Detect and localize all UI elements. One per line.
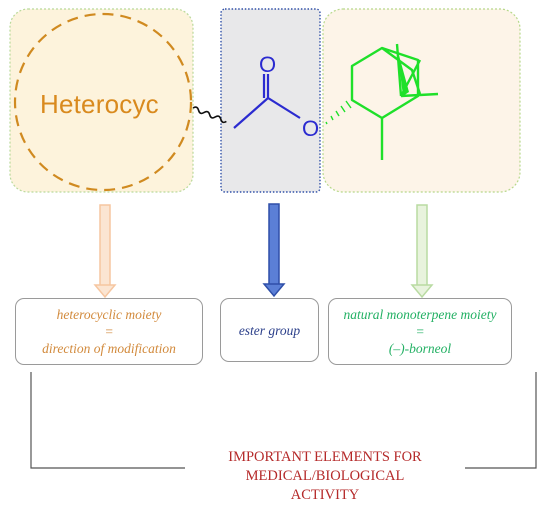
heterocyclic-equals: = [104, 324, 114, 339]
conclusion-text: IMPORTANT ELEMENTS FOR MEDICAL/BIOLOGICA… [185, 448, 465, 505]
carbonyl-oxygen-atom: O [259, 52, 276, 77]
heterocyclic-moiety-box: heterocyclic moiety = direction of modif… [15, 298, 203, 365]
heterocyclic-moiety-label: heterocyclic moiety [56, 307, 162, 322]
heterocycle-placeholder-circle [13, 12, 193, 192]
bold-wedge-bond [397, 48, 409, 96]
borneol-label: (–)-borneol [388, 341, 452, 356]
conclusion-line-3: ACTIVITY [290, 487, 360, 503]
ester-bonds [233, 74, 301, 129]
heterocycle-label: Heterocyc [40, 89, 159, 119]
natural-monoterpene-label: natural monoterpene moiety [343, 307, 497, 322]
direction-of-modification-label: direction of modification [42, 341, 176, 356]
ester-group-label: ester group [238, 322, 301, 338]
ester-oxygen-atom: O [302, 116, 319, 141]
hashed-wedge-bond [325, 100, 352, 125]
ester-group-box: ester group [220, 298, 319, 362]
arrow-heterocycle [93, 204, 117, 299]
natural-monoterpene-box: natural monoterpene moiety = (–)-borneol [328, 298, 512, 365]
natural-equals: = [415, 324, 425, 339]
conclusion-line-1: IMPORTANT ELEMENTS FOR [228, 449, 422, 465]
conclusion-line-2: MEDICAL/BIOLOGICAL [245, 468, 405, 484]
heterocycle-panel [9, 8, 194, 193]
arrow-ester [262, 203, 286, 298]
arrow-terpene [410, 204, 434, 299]
wavy-bond [192, 106, 227, 124]
